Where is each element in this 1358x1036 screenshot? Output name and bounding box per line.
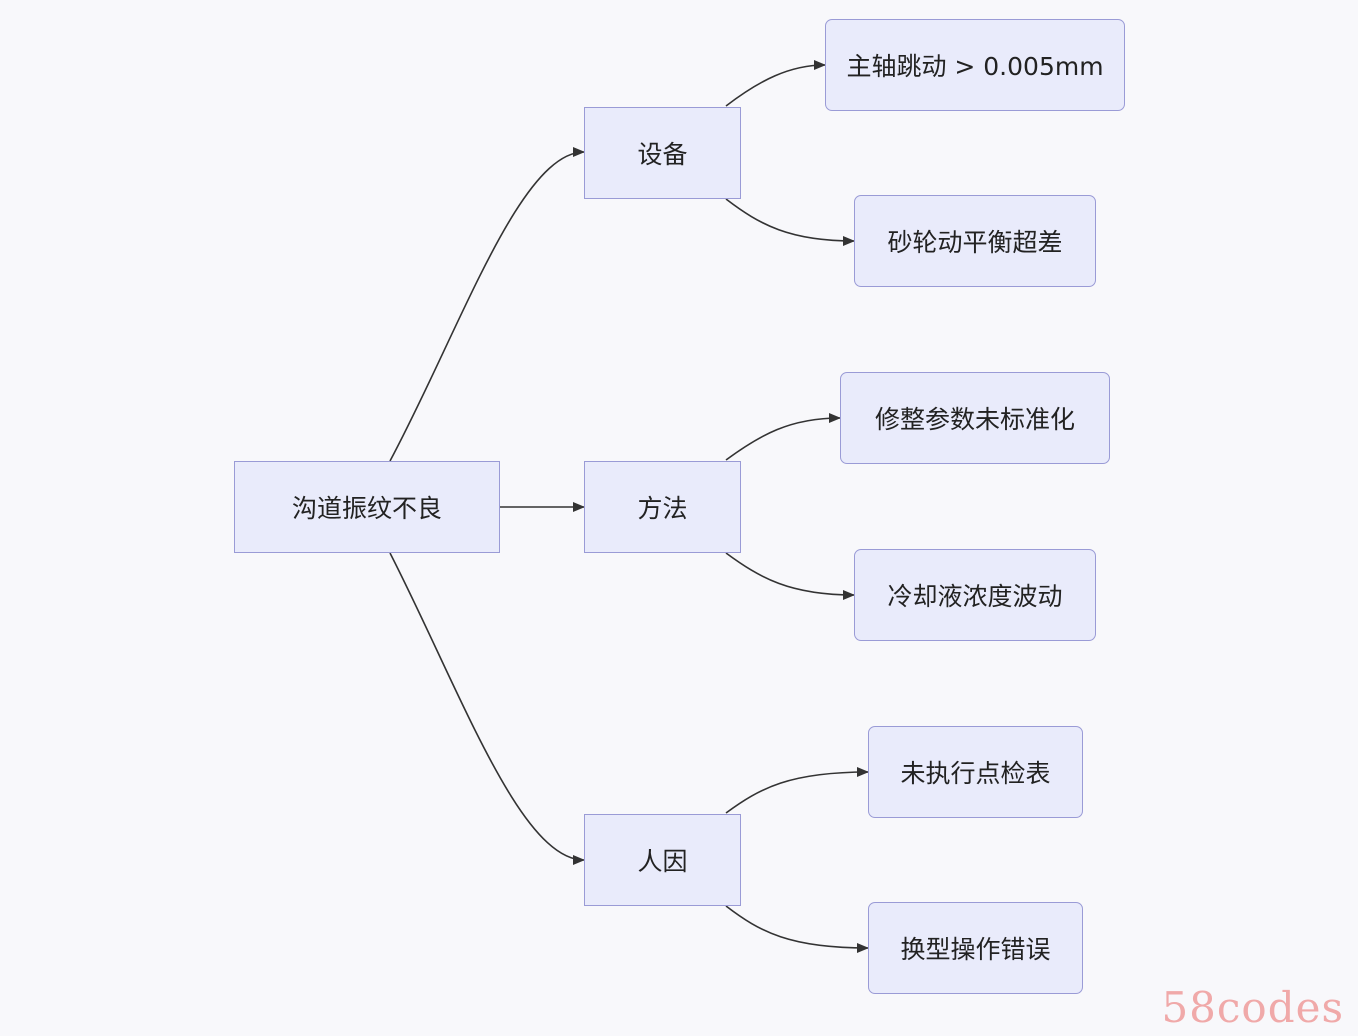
root-node: 沟道振纹不良 <box>234 461 500 553</box>
cause-node-changeover-error: 换型操作错误 <box>868 902 1083 994</box>
edge-people-to-cause-2 <box>725 905 869 953</box>
category-node-method: 方法 <box>584 461 741 553</box>
cause-node-checklist-skipped: 未执行点检表 <box>868 726 1083 818</box>
edge-method-to-cause-2 <box>725 552 855 600</box>
edge-people-to-cause-1 <box>725 767 869 814</box>
watermark-text: 58codes <box>1161 983 1344 1032</box>
edge-root-to-equipment <box>389 147 585 462</box>
cause-node-coolant-concentration: 冷却液浓度波动 <box>854 549 1096 641</box>
edge-equipment-to-cause-2 <box>725 198 855 246</box>
edge-method-to-cause-1 <box>725 413 841 461</box>
category-node-people: 人因 <box>584 814 741 906</box>
edge-equipment-to-cause-1 <box>725 60 826 107</box>
edge-root-to-people <box>389 552 585 865</box>
category-node-equipment: 设备 <box>584 107 741 199</box>
cause-node-dressing-params: 修整参数未标准化 <box>840 372 1110 464</box>
cause-node-wheel-balance: 砂轮动平衡超差 <box>854 195 1096 287</box>
cause-node-spindle-runout: 主轴跳动 > 0.005mm <box>825 19 1125 111</box>
